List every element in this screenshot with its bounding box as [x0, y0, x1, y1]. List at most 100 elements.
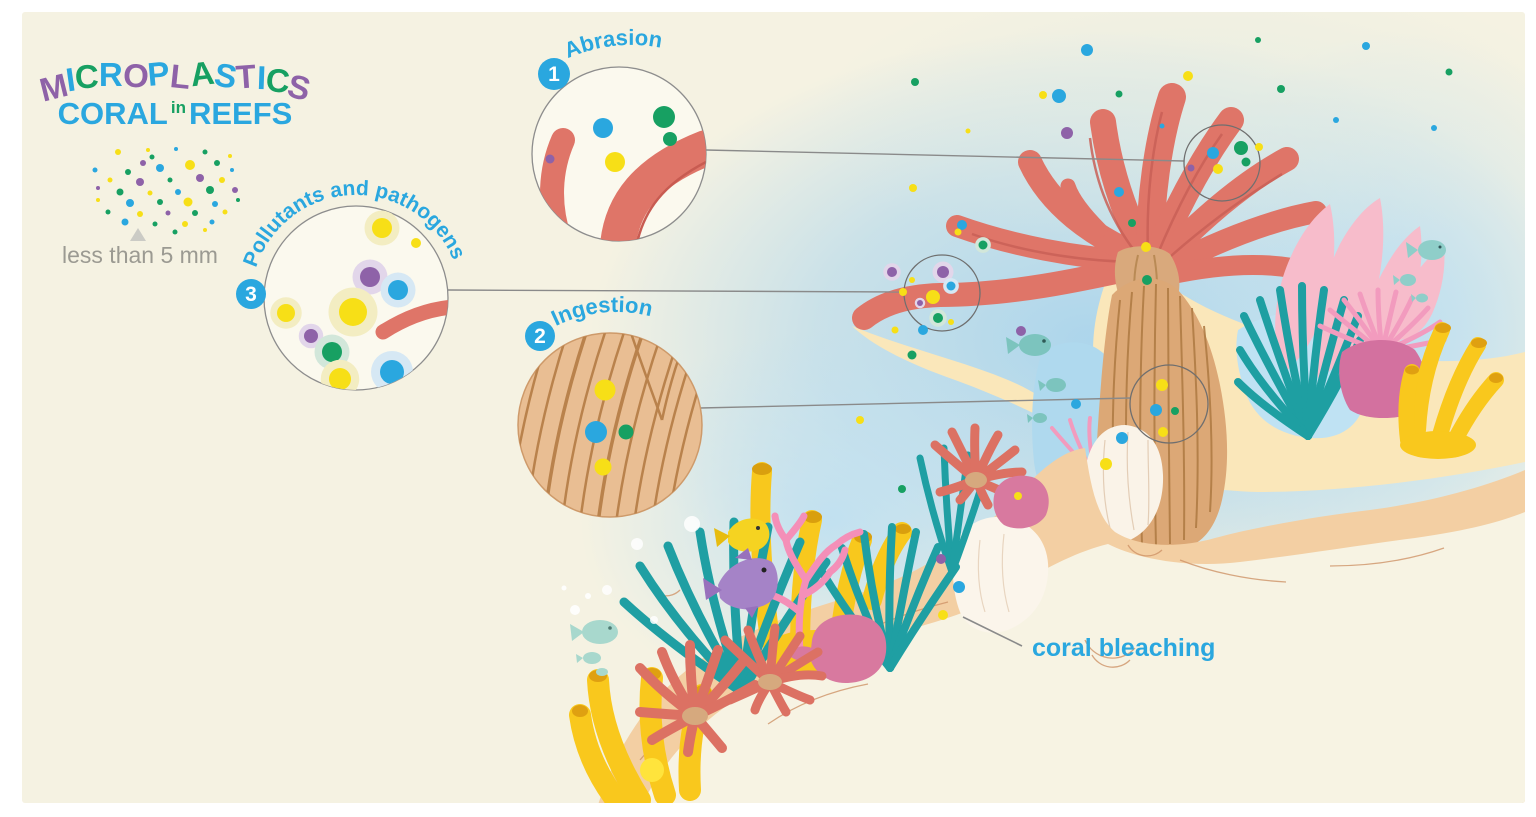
yellow-fish — [714, 518, 770, 552]
title-letter: A — [187, 53, 216, 94]
microplastic-dot — [232, 187, 238, 193]
microplastic-dot — [174, 147, 178, 151]
step-1-badge: 1 — [538, 58, 570, 90]
microplastic-dot — [1142, 275, 1152, 285]
microplastic-dot — [594, 458, 612, 476]
microplastic-dot — [115, 149, 121, 155]
microplastic-dot — [1014, 492, 1022, 500]
microplastic-dot — [1187, 164, 1195, 172]
anemone-flower-b — [720, 623, 827, 717]
microplastic-dot — [594, 379, 616, 401]
microplastic-dot — [236, 198, 240, 202]
microplastic-dot — [214, 160, 220, 166]
connector-lines — [447, 149, 1185, 409]
microplastic-dot — [1362, 42, 1370, 50]
microplastic-dot — [899, 288, 907, 296]
microplastic-dot — [196, 174, 204, 182]
purple-fish — [703, 548, 778, 618]
microplastic-dot — [938, 610, 948, 620]
title-letter: P — [146, 54, 172, 93]
microplastic-dot — [230, 168, 234, 172]
fish-school-right — [1393, 240, 1446, 303]
microplastic-dot — [329, 368, 351, 390]
microplastic-dot — [926, 290, 940, 304]
microplastic-dot — [1158, 427, 1168, 437]
microplastic-dot — [1333, 117, 1339, 123]
microplastic-dot — [1141, 242, 1151, 252]
bleaching-label: coral bleaching — [1032, 634, 1215, 662]
microplastic-dot — [372, 218, 392, 238]
microplastic-dot — [1431, 125, 1437, 131]
microplastic-dot — [1234, 141, 1248, 155]
microplastic-dot — [116, 188, 124, 196]
microplastic-dot — [156, 164, 164, 172]
microplastic-dot — [149, 154, 155, 160]
title-letter: C — [74, 57, 100, 96]
microplastic-dot — [175, 189, 181, 195]
microplastic-dot — [277, 304, 295, 322]
microplastic-dot — [918, 325, 928, 335]
microplastic-dot — [185, 160, 195, 170]
microplastic-dot — [1183, 71, 1193, 81]
microplastic-dot — [978, 240, 988, 250]
pollutants-connector — [447, 289, 905, 293]
microplastic-dot — [228, 154, 232, 158]
microplastic-dot — [1159, 123, 1165, 129]
microplastic-dot — [182, 221, 188, 227]
microplastic-dot — [304, 329, 318, 343]
patch-lines — [977, 533, 1010, 613]
microplastic-dot — [203, 228, 207, 232]
pale-fish-group — [561, 585, 618, 676]
microplastic-dot — [898, 485, 906, 493]
title-in: in — [170, 98, 186, 117]
step-3-badge: 3 — [236, 279, 266, 309]
microplastic-dot — [1207, 147, 1219, 159]
teal-fan-right — [1234, 282, 1364, 440]
microplastic-dot — [1171, 407, 1179, 415]
microplastic-dot — [388, 280, 408, 300]
detail-circle-ingestion — [517, 332, 703, 518]
microplastic-dot — [618, 424, 634, 440]
microplastic-dot — [322, 342, 342, 362]
microplastic-dot — [1255, 143, 1263, 151]
title-reefs: REEFS — [188, 96, 293, 131]
microplastic-dot — [1241, 157, 1251, 167]
bleaching-connector — [962, 616, 1023, 647]
microplastic-dot — [380, 360, 404, 384]
microplastic-dot — [152, 221, 158, 227]
microplastic-dot — [136, 178, 144, 186]
microplastic-dot — [1114, 187, 1124, 197]
microplastic-dot — [593, 118, 613, 138]
microplastic-dot — [1061, 127, 1073, 139]
microplastic-dot — [1071, 399, 1081, 409]
microplastic-dot — [911, 78, 919, 86]
microplastic-dot — [125, 169, 131, 175]
step-3-number: 3 — [245, 283, 257, 306]
yellow-tubes-right — [1398, 322, 1504, 459]
microplastic-dot — [936, 554, 946, 564]
microplastic-dot — [1128, 219, 1136, 227]
title-letter: R — [98, 56, 123, 93]
title-letter: O — [121, 56, 150, 95]
microplastic-dot — [167, 177, 173, 183]
microplastic-dot — [206, 186, 214, 194]
microplastic-dot — [212, 201, 218, 207]
anemone-ridges — [971, 111, 1283, 265]
microplastic-dot — [653, 106, 675, 128]
microplastic-dot — [222, 209, 228, 215]
microplastic-dots-pollutants-zone — [899, 261, 959, 327]
step-1-number: 1 — [548, 63, 560, 86]
patch-lines — [1102, 431, 1150, 531]
bleached-patch-1 — [952, 516, 1049, 633]
microplastic-dot — [1277, 85, 1285, 93]
microplastic-dot — [1115, 90, 1123, 98]
abrasion-zone-circle — [1183, 124, 1261, 202]
microplastic-dot — [1081, 44, 1093, 56]
microplastic-dot — [1052, 89, 1066, 103]
microplastic-dot — [157, 199, 163, 205]
microplastic-dot — [137, 211, 143, 217]
microplastic-dot — [933, 313, 943, 323]
